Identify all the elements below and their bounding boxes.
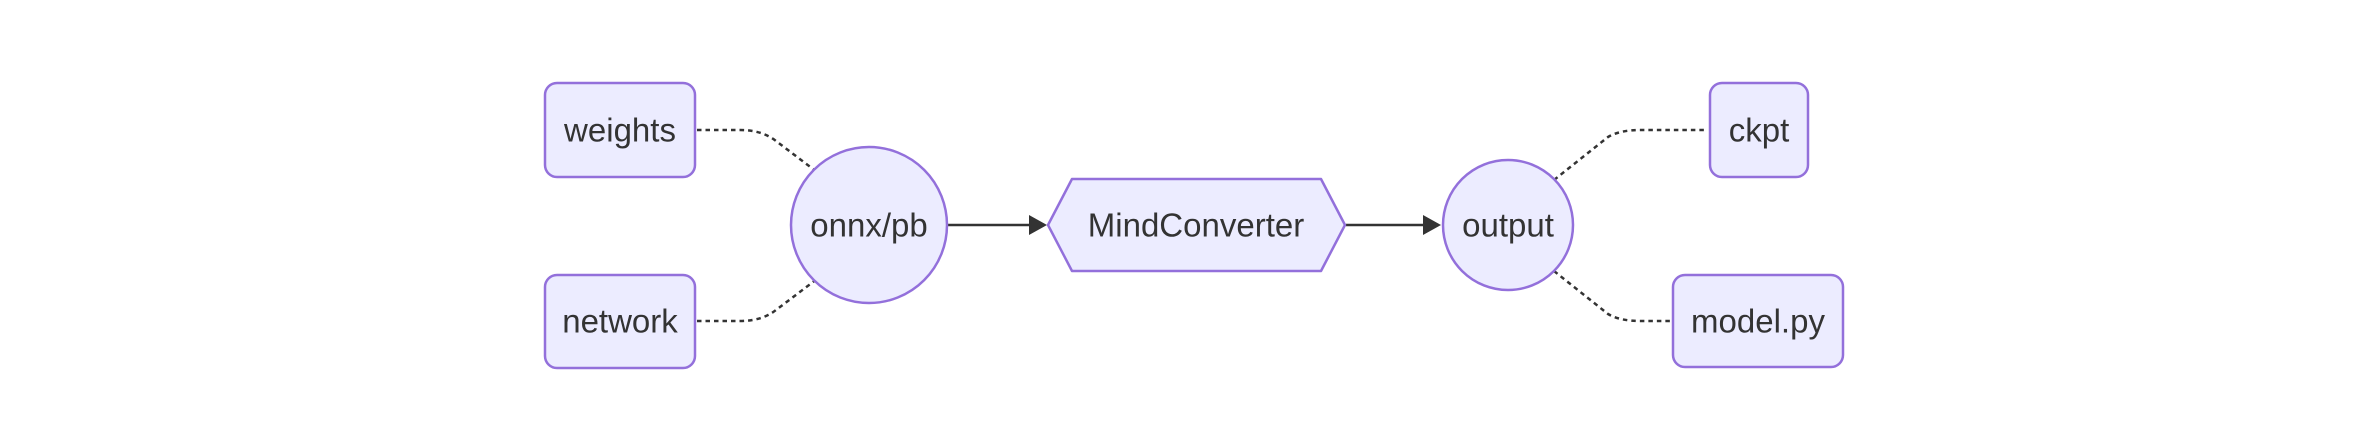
network-label: network: [562, 303, 678, 340]
model-py-box: [1671, 273, 1845, 369]
node-model-py: model.py: [1671, 273, 1845, 369]
ckpt-box: [1708, 81, 1810, 179]
mindconverter-hexagon: [1046, 177, 1347, 273]
mindconverter-label: MindConverter: [1088, 207, 1304, 244]
nodes: weights network onnx/pb MindConverter ou…: [543, 81, 1845, 370]
node-network: network: [543, 273, 697, 370]
node-weights: weights: [543, 81, 697, 179]
node-output: output: [1441, 158, 1575, 292]
weights-box: [543, 81, 697, 179]
node-mindconverter: MindConverter: [1046, 177, 1347, 273]
output-circle: [1441, 158, 1575, 292]
onnx-pb-circle: [789, 145, 949, 305]
weights-label: weights: [563, 112, 676, 149]
edge-output-to-modelpy: [1553, 270, 1670, 323]
edges: [697, 128, 1707, 323]
edge-network-to-onnxpb: [697, 278, 818, 323]
node-ckpt: ckpt: [1708, 81, 1810, 179]
model-py-label: model.py: [1691, 303, 1825, 340]
ckpt-label: ckpt: [1729, 112, 1790, 149]
output-label: output: [1462, 207, 1554, 244]
arrowhead-mindconverter: [1029, 215, 1047, 235]
network-box: [543, 273, 697, 370]
edge-output-to-ckpt: [1553, 128, 1707, 181]
edge-weights-to-onnxpb: [697, 128, 818, 173]
arrowhead-output: [1423, 215, 1441, 235]
node-onnx-pb: onnx/pb: [789, 145, 949, 305]
onnx-pb-label: onnx/pb: [810, 207, 927, 244]
